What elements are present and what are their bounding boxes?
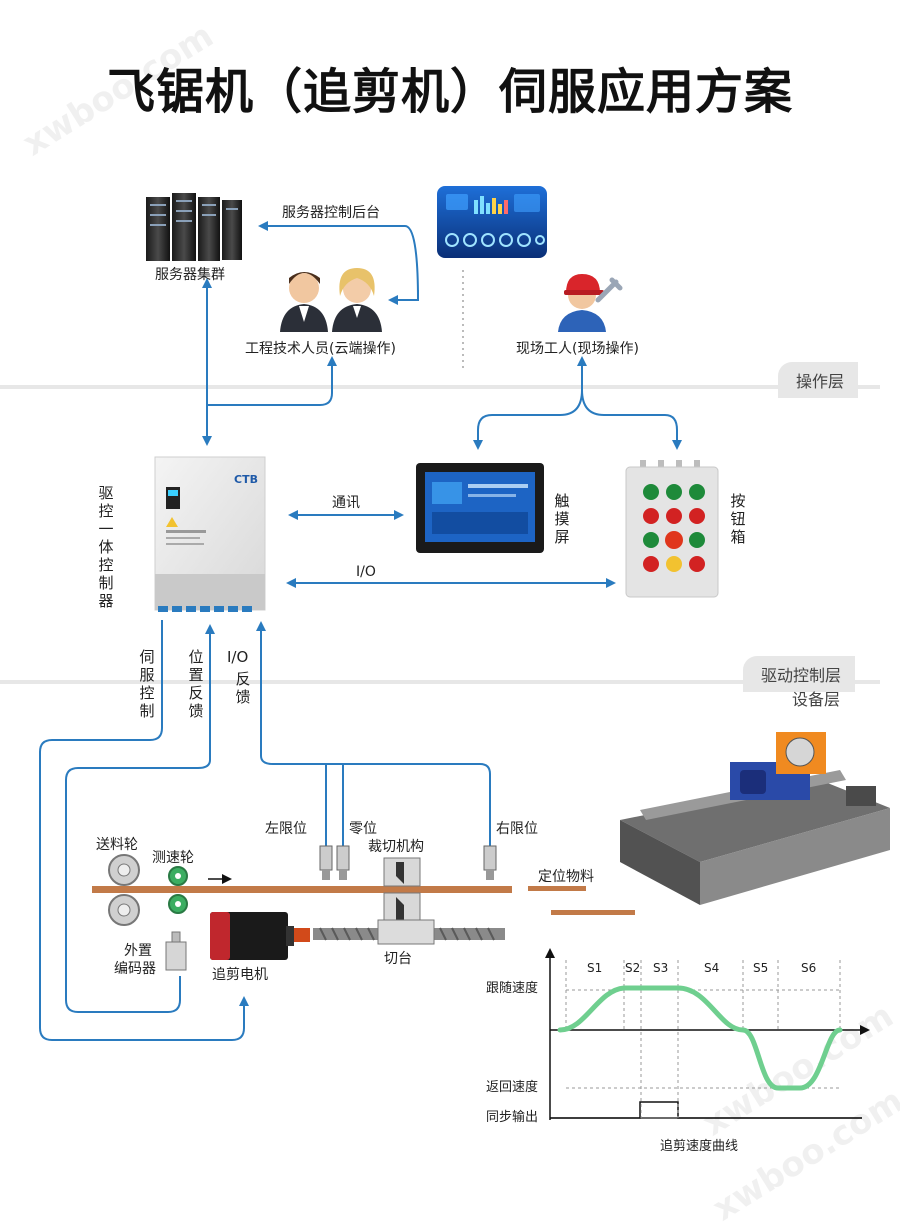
backend-to-engineer-arrow [388, 290, 419, 305]
cutting-machine-schematic [92, 845, 635, 971]
segment-label-s6: S6 [801, 961, 817, 975]
encoder-icon [165, 931, 187, 971]
encoder-label-1: 外置 [124, 943, 152, 959]
cutting-mechanism-label: 裁切机构 [368, 839, 424, 855]
flying-saw-machine-icon [620, 732, 890, 905]
left-limit-label: 左限位 [265, 821, 307, 837]
controller-label: 驱控一体控制器 [98, 484, 114, 610]
drive-layer-tab: 驱动控制层 [743, 656, 856, 692]
segment-label-s5: S5 [753, 961, 769, 975]
positioning-material [528, 886, 586, 891]
encoder-label-2: 编码器 [114, 961, 156, 977]
segment-label-s3: S3 [653, 961, 669, 975]
server-cluster-label: 服务器集群 [155, 267, 225, 283]
io-feedback-label-1: I/O [227, 648, 249, 666]
controller-brand: CTB [234, 473, 258, 486]
connection-arrows [39, 221, 682, 1041]
sync-output-label: 同步输出 [486, 1110, 539, 1125]
dashboard-screen-icon [437, 186, 547, 258]
sync-output-pulse [550, 1101, 862, 1119]
controller-cabinet [154, 456, 266, 612]
device-layer-label: 设备层 [792, 690, 841, 709]
cut-table-label: 切台 [384, 951, 412, 967]
segment-label-s1: S1 [587, 961, 603, 975]
cut-motor-label: 追剪电机 [212, 967, 268, 983]
material-belt [92, 886, 512, 893]
controller-to-engineer-arrow [207, 356, 337, 406]
chart-title: 追剪速度曲线 [660, 1139, 739, 1154]
worker-icon [558, 274, 623, 332]
cutter-icon [383, 857, 421, 924]
workers-label: 现场工人(现场操作) [516, 341, 639, 357]
zero-label: 零位 [349, 821, 377, 837]
comm-label: 通讯 [332, 495, 360, 511]
ball-screw-icon [292, 919, 505, 945]
touch-screen-label: 触摸屏 [554, 492, 570, 546]
encoder-feedback-line [65, 759, 211, 1013]
servo-control-line [39, 620, 249, 1041]
button-box-icon [625, 460, 719, 598]
io-feedback-label-2: 反馈 [235, 670, 251, 706]
follow-speed-label: 跟随速度 [486, 981, 539, 996]
touch-screen-icon [416, 463, 544, 553]
right-limit-label: 右限位 [496, 821, 538, 837]
speed-curve-chart [545, 948, 870, 1120]
cut-piece [551, 910, 635, 915]
operation-layer-line [0, 385, 880, 389]
segment-label-s4: S4 [704, 961, 720, 975]
speed-wheel-icon [168, 866, 188, 914]
feed-wheel-label: 送料轮 [96, 837, 138, 853]
engineers-icon [280, 268, 382, 332]
feed-wheel-icon [108, 854, 140, 926]
engineers-label: 工程技术人员(云端操作) [245, 341, 396, 357]
io-label: I/O [356, 564, 376, 580]
operation-layer-tab: 操作层 [778, 362, 859, 398]
diagram-stage: xwboo.com xwboo.com xwboo.com 飞锯机（追剪机）伺服… [0, 16, 900, 1229]
drive-layer-line [0, 680, 880, 684]
button-box-label: 按钮箱 [730, 492, 746, 546]
positioning-material-label: 定位物料 [538, 869, 594, 885]
return-speed-label: 返回速度 [486, 1080, 539, 1095]
page-title: 飞锯机（追剪机）伺服应用方案 [106, 64, 793, 120]
limit-sensor-icons [319, 845, 497, 880]
backend-to-server-arrow [258, 221, 419, 301]
servo-motor-icon [210, 912, 294, 960]
diagram-graphics [0, 186, 890, 1120]
worker-to-buttonbox-arrow [581, 389, 682, 450]
position-feedback-label: 位置反馈 [188, 648, 204, 720]
speed-wheel-label: 测速轮 [152, 850, 194, 866]
worker-to-touchscreen-arrow [473, 389, 583, 450]
server-cluster-icon [146, 193, 242, 261]
server-backend-label: 服务器控制后台 [282, 205, 380, 221]
io-feedback-line [256, 621, 491, 846]
speed-curve-line [557, 985, 843, 1091]
servo-control-label: 伺服控制 [139, 648, 155, 720]
segment-label-s2: S2 [625, 961, 641, 975]
